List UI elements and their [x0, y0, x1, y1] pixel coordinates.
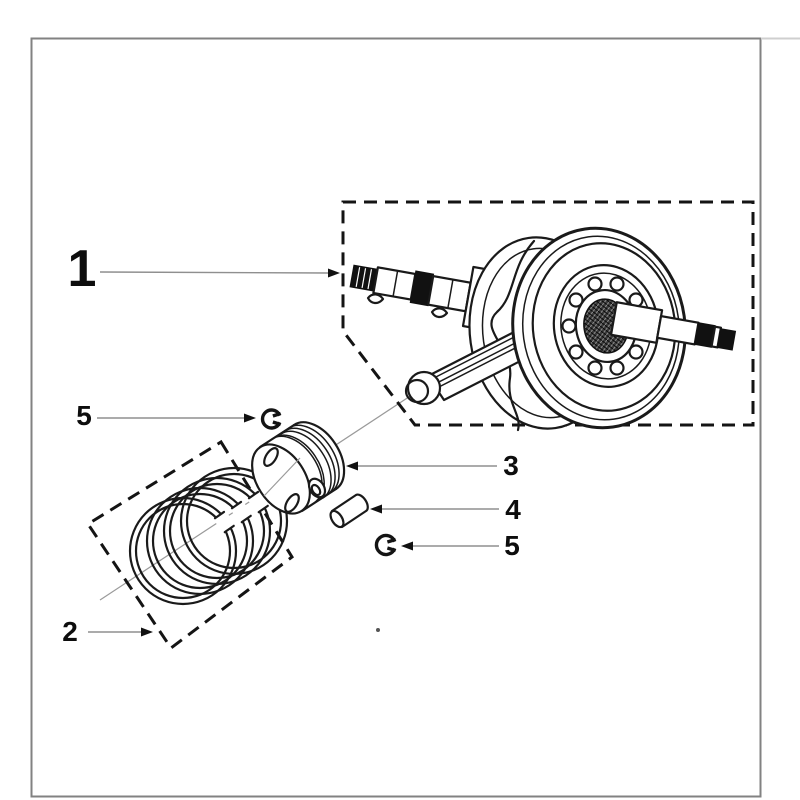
circlip-upper: [260, 408, 282, 430]
stray-dot: [376, 628, 380, 632]
callout-5-lower: 5: [401, 530, 520, 561]
piston-ring: [162, 476, 272, 586]
crankshaft-right-shaft: [609, 301, 737, 351]
callout-1: 1: [68, 240, 340, 298]
callout-3-label: 3: [503, 450, 519, 481]
callout-5a-label: 5: [76, 400, 92, 431]
piston-skirt-opening: [251, 443, 311, 515]
piston-ring-set: [128, 466, 289, 606]
crankshaft-assembly: [349, 226, 737, 432]
connecting-rod: [404, 326, 540, 406]
callout-5-upper: 5: [76, 400, 256, 431]
page-frame: [30, 37, 800, 798]
callout-1-label: 1: [68, 240, 97, 298]
callout-5b-label: 5: [504, 530, 520, 561]
callout-4: 4: [370, 494, 521, 525]
callout-4-arrowhead: [370, 504, 382, 514]
callout-2-label: 2: [62, 616, 78, 647]
callout-1-arrowhead: [328, 268, 340, 278]
callout-5a-arrowhead: [244, 413, 256, 423]
piston-pin: [329, 493, 369, 529]
piston-ring: [145, 486, 255, 596]
circlip-lower: [374, 533, 397, 557]
callout-2-arrowhead: [141, 627, 153, 637]
callout-3: 3: [346, 450, 519, 481]
piston: [251, 421, 346, 515]
oil-hole-marks: [366, 293, 449, 319]
bearing-balls: [561, 276, 651, 376]
callout-3-arrowhead: [346, 461, 358, 471]
callout-4-label: 4: [505, 494, 521, 525]
callout-2: 2: [62, 616, 153, 647]
callout-5b-arrowhead: [401, 541, 413, 551]
piston-ring: [128, 496, 238, 606]
